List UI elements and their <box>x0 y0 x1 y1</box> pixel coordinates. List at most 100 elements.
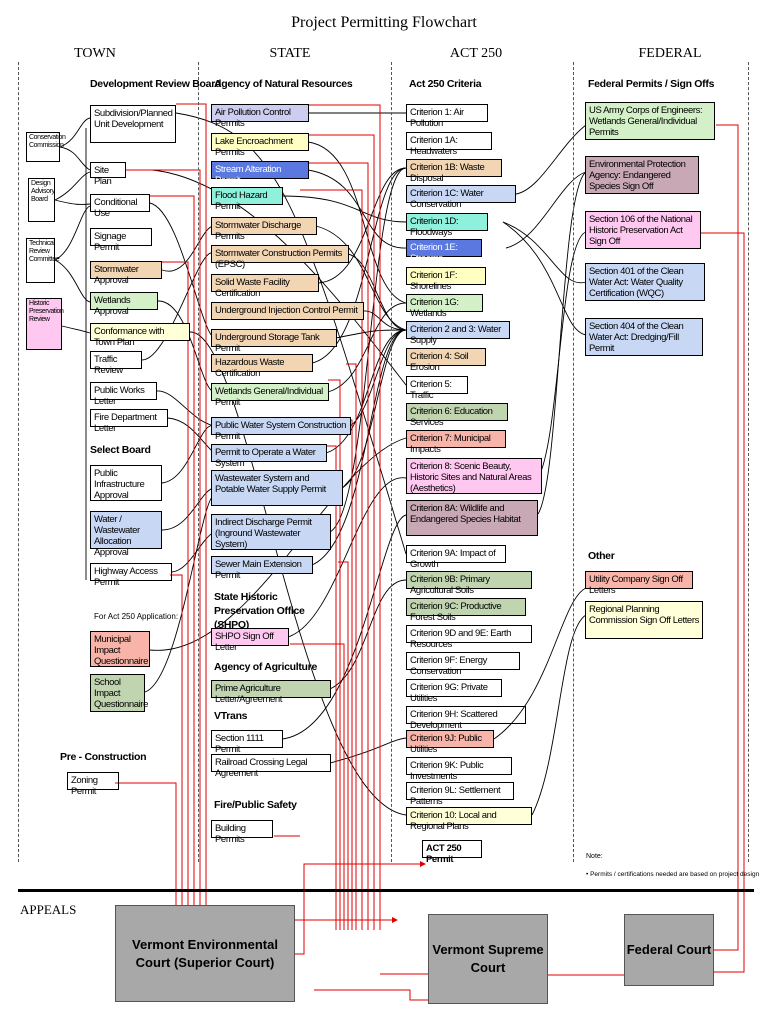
note-bullet-icon: • <box>586 871 591 878</box>
fire-heading: Fire/Public Safety <box>214 799 297 811</box>
vtrans-heading: VTrans <box>214 710 248 722</box>
anr-item-stormwater-discharge: Stormwater Discharge Permits <box>211 217 317 242</box>
anr-item-lake-encroachment: Lake Encroachment Permits <box>211 133 309 158</box>
anr-item-operate-water-system: Permit to Operate a Water System <box>211 444 327 469</box>
anr-item-stream-alteration: Stream Alteration Permit <box>211 161 309 186</box>
anr-item-hazardous-waste: Hazardous Waste Certification <box>211 354 313 379</box>
act250-criteria-heading: Act 250 Criteria <box>409 78 482 90</box>
criterion-1c: Criterion 1C: Water Conservation <box>406 185 516 210</box>
criterion-1g: Criterion 1G: Wetlands <box>406 294 483 319</box>
anr-item-solid-waste: Solid Waste Facility Certification <box>211 274 319 299</box>
act250-application-heading: For Act 250 Application: <box>94 612 179 621</box>
anr-item-stormwater-construction: Stormwater Construction Permits (EPSC) <box>211 245 349 270</box>
appeals-label: APPEALS <box>20 902 77 917</box>
drb-item-fire-department-letter: Fire Department Letter <box>90 409 168 434</box>
criterion-9g: Criterion 9G: Private Utilities <box>406 679 502 704</box>
criterion-10: Criterion 10: Local and Regional Plans <box>406 807 532 832</box>
sidebar-design-advisory-board: Design Advisory Board <box>28 178 55 222</box>
shpo-heading: State Historic Preservation Office (SHPO… <box>214 591 305 631</box>
appeals-divider <box>18 889 754 892</box>
anr-heading: Agency of Natural Resources <box>214 78 353 90</box>
vtrans-section-1111: Section 1111 Permit <box>211 730 283 755</box>
agriculture-prime-letter: Prime Agriculture Letter/Agreement <box>211 680 331 705</box>
criterion-9a: Criterion 9A: Impact of Growth <box>406 545 506 570</box>
sidebar-technical-review-committee: Technical Review Committee <box>26 238 60 283</box>
criterion-9d-9e: Criterion 9D and 9E: Earth Resources <box>406 625 532 650</box>
shpo-sign-off-letter: SHPO Sign Off Letter <box>211 628 289 653</box>
drb-item-stormwater-approval: Stormwater Approval <box>90 261 162 286</box>
drb-item-public-works-letter: Public Works Letter <box>90 382 157 407</box>
column-divider <box>18 62 19 862</box>
criterion-9j: Criterion 9J: Public Utilities <box>406 730 494 755</box>
select-board-item-water-wastewater: Water / Wastewater Allocation Approval <box>90 511 162 558</box>
act250-app-school-impact: School Impact Questionnaire <box>90 674 148 712</box>
drb-item-traffic-review: Traffic Review <box>90 351 142 376</box>
criterion-1e: Criterion 1E: Streams <box>406 239 482 264</box>
column-divider <box>748 62 749 862</box>
other-heading: Other <box>588 550 615 562</box>
criterion-1b: Criterion 1B: Waste Disposal <box>406 159 502 184</box>
federal-section-404: Section 404 of the Clean Water Act: Dred… <box>585 318 703 356</box>
criterion-4: Criterion 4: Soil Erosion <box>406 348 486 373</box>
criterion-1f: Criterion 1F: Shorelines <box>406 267 486 292</box>
criterion-9k: Criterion 9K: Public Investments <box>406 757 512 782</box>
criterion-9l: Criterion 9L: Settlement Patterns <box>406 782 514 807</box>
select-board-item-highway-access: Highway Access Permit <box>90 563 172 588</box>
drb-item-conditional-use: Conditional Use <box>90 194 150 219</box>
other-utility-company: Utility Company Sign Off Letters <box>585 571 693 596</box>
column-heading-state: STATE <box>269 46 311 61</box>
anr-item-underground-storage: Underground Storage Tank Permit <box>211 329 337 354</box>
other-regional-planning: Regional Planning Commission Sign Off Le… <box>585 601 703 639</box>
criterion-9b: Criterion 9B: Primary Agricultural Soils <box>406 571 532 596</box>
criterion-8: Criterion 8: Scenic Beauty, Historic Sit… <box>406 458 542 494</box>
court-vermont-supreme: Vermont Supreme Court <box>428 914 548 1004</box>
criterion-8a: Criterion 8A: Wildlife and Endangered Sp… <box>406 500 538 536</box>
column-heading-federal: FEDERAL <box>638 46 702 61</box>
column-divider <box>391 62 392 862</box>
federal-epa: Environmental Protection Agency: Endange… <box>585 156 699 194</box>
criterion-9f: Criterion 9F: Energy Conservation <box>406 652 520 677</box>
page-title: Project Permitting Flowchart <box>291 14 477 31</box>
criterion-7: Criterion 7: Municipal Impacts <box>406 430 506 455</box>
criterion-9c: Criterion 9C: Productive Forest Soils <box>406 598 526 623</box>
criterion-1d: Criterion 1D: Floodways <box>406 213 488 238</box>
criterion-2-3: Criterion 2 and 3: Water Supply <box>406 321 510 346</box>
drb-item-subdivision: Subdivision/Planned Unit Development <box>90 105 176 143</box>
agriculture-heading: Agency of Agriculture <box>214 661 317 673</box>
preconstruction-zoning-permit: Zoning Permit <box>67 772 119 797</box>
anr-item-wastewater-potable: Wastewater System and Potable Water Supp… <box>211 470 343 506</box>
drb-item-signage-permit: Signage Permit <box>90 228 152 253</box>
federal-heading: Federal Permits / Sign Offs <box>588 78 715 90</box>
drb-item-site-plan: Site Plan <box>90 162 126 187</box>
criterion-1: Criterion 1: Air Pollution <box>406 104 488 129</box>
anr-item-public-water-construction: Public Water System Construction Permit <box>211 417 351 442</box>
select-board-item-public-infrastructure: Public Infrastructure Approval <box>90 465 162 501</box>
drb-item-wetlands-approval: Wetlands Approval <box>90 292 158 317</box>
note-text-content: Permits / certifications needed are base… <box>590 871 760 878</box>
column-heading-act250: ACT 250 <box>449 46 503 61</box>
federal-section-106: Section 106 of the National Historic Pre… <box>585 211 701 249</box>
federal-army-corps: US Army Corps of Engineers: Wetlands Gen… <box>585 102 715 140</box>
anr-item-wetlands-permit: Wetlands General/Individual Permit <box>211 383 329 408</box>
anr-item-flood-hazard: Flood Hazard Permit <box>211 187 283 212</box>
sidebar-historic-preservation-review: Historic Preservation Review <box>26 298 64 350</box>
anr-item-indirect-discharge: Indirect Discharge Permit (Inground Wast… <box>211 514 331 550</box>
select-board-heading: Select Board <box>90 444 151 456</box>
column-divider <box>573 62 574 862</box>
sidebar-conservation-commission: Conservation Commission <box>26 132 66 162</box>
vtrans-railroad-crossing: Railroad Crossing Legal Agreement <box>211 754 331 779</box>
court-vermont-environmental: Vermont Environmental Court (Superior Co… <box>115 905 295 1002</box>
act250-permit: ACT 250 Permit <box>422 840 482 865</box>
drb-item-conformance-town-plan: Conformance with Town Plan <box>90 323 190 348</box>
anr-item-air-pollution: Air Pollution Control Permits <box>211 104 309 129</box>
note-title: Note: <box>586 853 603 860</box>
criterion-6: Criterion 6: Education Services <box>406 403 508 428</box>
column-heading-town: TOWN <box>74 46 116 61</box>
note-text: • Permits / certifications needed are ba… <box>586 870 759 879</box>
federal-section-401: Section 401 of the Clean Water Act: Wate… <box>585 263 705 301</box>
criterion-9h: Criterion 9H: Scattered Development <box>406 706 526 731</box>
column-divider <box>198 62 199 862</box>
criterion-5: Criterion 5: Traffic <box>406 376 468 401</box>
anr-item-underground-injection: Underground Injection Control Permit <box>211 302 364 320</box>
